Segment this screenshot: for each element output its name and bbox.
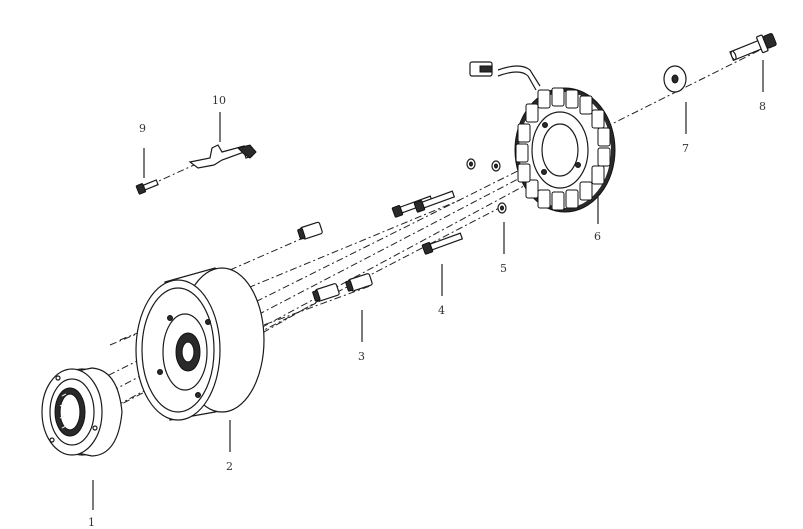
part-6-stator	[469, 61, 616, 213]
part-3-bolts	[297, 221, 373, 302]
callout-3: 3	[358, 350, 365, 363]
callout-9: 9	[139, 122, 146, 135]
callout-leaders	[92, 60, 764, 510]
callout-6: 6	[594, 230, 601, 243]
callout-labels: 1 2 3 4 5 6 7 8 9 10	[88, 94, 766, 529]
callout-5: 5	[500, 262, 507, 275]
callout-4: 4	[438, 304, 445, 317]
part-2-flywheel-rotor	[135, 267, 265, 421]
callout-2: 2	[226, 460, 233, 473]
part-4-screws	[391, 190, 464, 255]
part-1-one-way-clutch	[41, 367, 123, 457]
part-7-washer	[663, 65, 687, 93]
part-9-small-screw	[135, 179, 159, 195]
callout-1: 1	[88, 516, 95, 529]
callout-10: 10	[212, 94, 226, 107]
callout-7: 7	[682, 142, 689, 155]
part-10-bracket	[188, 144, 257, 169]
callout-8: 8	[759, 100, 766, 113]
part-8-flange-bolt	[729, 33, 777, 62]
part-5-washers	[466, 158, 507, 214]
